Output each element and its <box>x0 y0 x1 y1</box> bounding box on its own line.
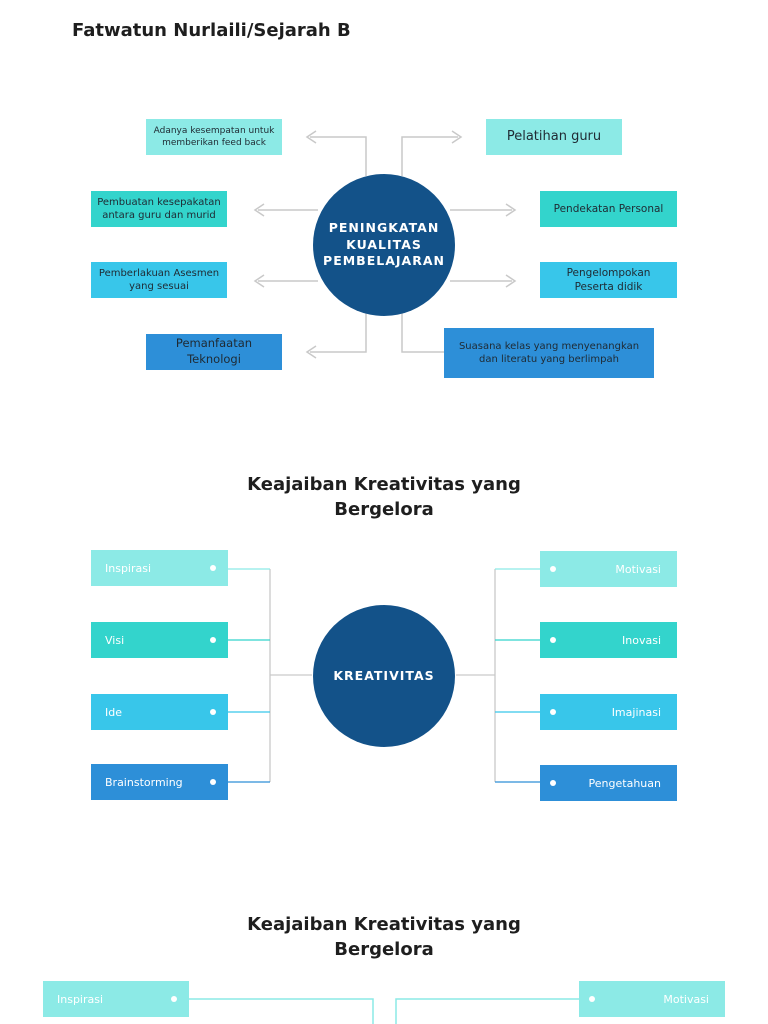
node-feedback: Adanya kesempatan untuk memberikan feed … <box>146 119 282 155</box>
bullet-dot-icon <box>589 996 595 1002</box>
hub-kreativitas: KREATIVITAS <box>313 605 455 747</box>
bullet-dot-icon <box>550 566 556 572</box>
kreativitas-item-pengetahuan: Pengetahuan <box>540 765 677 801</box>
node-kesepakatan: Pembuatan kesepakatan antara guru dan mu… <box>91 191 227 227</box>
item-label: Ide <box>105 705 122 719</box>
node-label: Pendekatan Personal <box>553 202 664 215</box>
bullet-dot-icon <box>210 565 216 571</box>
item-label: Pengetahuan <box>588 776 661 790</box>
kreativitas-item-imajinasi: Imajinasi <box>540 694 677 730</box>
bullet-dot-icon <box>210 709 216 715</box>
node-teknologi: Pemanfaatan Teknologi <box>146 334 282 370</box>
hub-label: KREATIVITAS <box>333 667 435 683</box>
section-title-line2: Bergelora <box>334 499 434 521</box>
bullet-dot-icon <box>550 780 556 786</box>
node-label: Pembuatan kesepakatan antara guru dan mu… <box>97 196 221 222</box>
item-label: Inspirasi <box>57 992 104 1006</box>
node-label: Suasana kelas yang menyenangkan dan lite… <box>458 340 640 366</box>
bullet-dot-icon <box>210 779 216 785</box>
node-asesmen: Pemberlakuan Asesmen yang sesuai <box>91 262 227 298</box>
bullet-dot-icon <box>550 637 556 643</box>
node-label: Pengelompokan Peserta didik <box>566 266 651 293</box>
section-title-line1: Keajaiban Kreativitas yang <box>247 914 521 935</box>
node-label: Adanya kesempatan untuk memberikan feed … <box>153 125 275 148</box>
section-title-line2: Bergelora <box>334 939 434 961</box>
node-suasana-kelas: Suasana kelas yang menyenangkan dan lite… <box>444 328 654 378</box>
node-label: Pelatihan guru <box>506 129 602 145</box>
bullet-dot-icon <box>210 637 216 643</box>
section-title: Keajaiban Kreativitas yang Bergelora <box>0 912 768 962</box>
node-label: Pemanfaatan Teknologi <box>175 336 253 366</box>
kreativitas-item-visi: Visi <box>91 622 228 658</box>
node-label: Pemberlakuan Asesmen yang sesuai <box>98 267 220 293</box>
item-label: Imajinasi <box>611 705 661 719</box>
node-pelatihan-guru: Pelatihan guru <box>486 119 622 155</box>
node-pendekatan-personal: Pendekatan Personal <box>540 191 677 227</box>
kreativitas-item-inspirasi: Inspirasi <box>43 981 189 1017</box>
kreativitas-item-inspirasi: Inspirasi <box>91 550 228 586</box>
kreativitas-item-ide: Ide <box>91 694 228 730</box>
bullet-dot-icon <box>171 996 177 1002</box>
item-label: Motivasi <box>615 562 661 576</box>
hub-peningkatan-kualitas: PENINGKATAN KUALITAS PEMBELAJARAN <box>313 174 455 316</box>
section-title: Keajaiban Kreativitas yang Bergelora <box>0 472 768 522</box>
item-label: Motivasi <box>663 992 709 1006</box>
item-label: Visi <box>105 633 125 647</box>
kreativitas-item-motivasi: Motivasi <box>540 551 677 587</box>
kreativitas-item-brainstorming: Brainstorming <box>91 764 228 800</box>
kreativitas-item-motivasi: Motivasi <box>579 981 725 1017</box>
kreativitas-item-inovasi: Inovasi <box>540 622 677 658</box>
item-label: Brainstorming <box>105 775 183 789</box>
section-title-line1: Keajaiban Kreativitas yang <box>247 474 521 495</box>
bullet-dot-icon <box>550 709 556 715</box>
page-title: Fatwatun Nurlaili/Sejarah B <box>72 20 351 41</box>
item-label: Inovasi <box>622 633 661 647</box>
node-pengelompokan: Pengelompokan Peserta didik <box>540 262 677 298</box>
item-label: Inspirasi <box>105 561 152 575</box>
hub-label: PENINGKATAN KUALITAS PEMBELAJARAN <box>323 219 445 269</box>
